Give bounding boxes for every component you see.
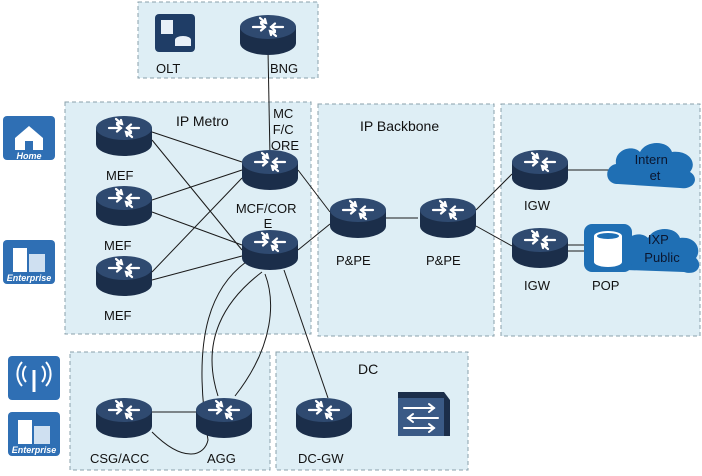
bng-router-icon [238,13,298,57]
enterprise-badge-top: Enterprise [3,240,55,284]
olt-label: OLT [156,61,180,76]
mcf-core-router-icon-bottom [240,228,300,272]
link-mcf-top-pe1 [297,169,331,213]
pop-label: POP [592,278,619,293]
igw-router-icon-2 [510,226,570,270]
link-mef2-mcf-bottom [151,211,243,246]
dc-gw-label: DC-GW [298,451,344,466]
csg-acc-label: CSG/ACC [90,451,149,466]
agg-label: AGG [207,451,236,466]
dc-title: DC [358,361,378,377]
link-pe2-igw2 [475,225,513,247]
link-pe2-igw1 [475,173,513,211]
mef-router-icon-3 [94,254,154,298]
olt-icon [155,14,195,52]
pe-label-2: P&PE [426,253,461,268]
mef-label-2: MEF [104,238,132,253]
link-mcf-bottom-dcgw [283,269,329,399]
mef-router-icon-1 [94,114,154,158]
wireless-badge [8,356,60,400]
zone-internet-exchange [500,103,701,337]
igw-label-1: IGW [524,198,551,213]
igw-label-2: IGW [524,278,551,293]
internet-cloud-icon [607,143,695,189]
ixp-cloud-icon [615,229,700,273]
internet-cloud-label: Intern et [635,152,672,183]
link-bng-mcf-top [267,49,271,158]
agg-router-icon [194,396,254,440]
link-mef1-mcf-top [151,131,243,163]
mcf-core-router-icon-top [240,148,300,192]
pe-router-icon-2 [418,196,478,240]
mef-router-icon-2 [94,184,154,228]
ixp-cloud-label: IXP Public [644,232,680,265]
link-mcf-bottom-pe1 [297,223,331,251]
ip-metro-title: IP Metro [176,113,229,129]
bng-label: BNG [270,61,298,76]
pe-label-1: P&PE [336,253,371,268]
mef-label-1: MEF [106,168,134,183]
dc-switch-icon [398,392,450,436]
mcf-core-label-top: MC F/C ORE [271,106,300,153]
link-mef1-mcf-bottom [151,139,243,251]
link-agg-mcf-loop-b [234,273,272,397]
dc-gw-router-icon [294,396,354,440]
link-mef2-mcf-top [151,169,243,201]
link-agg-mcf-loop-a [211,271,263,397]
enterprise-badge-bottom-label: Enterprise [12,445,57,455]
igw-router-icon-1 [510,148,570,192]
link-mef3-mcf-bottom [151,255,243,281]
link-mef3-mcf-top [151,177,243,273]
mef-label-3: MEF [104,308,132,323]
ip-backbone-title: IP Backbone [360,118,439,134]
enterprise-badge-bottom: Enterprise [8,412,60,456]
home-badge: Home [3,116,55,161]
pe-router-icon-1 [328,196,388,240]
csg-acc-router-icon [94,396,154,440]
home-badge-label: Home [16,151,41,161]
enterprise-badge-top-label: Enterprise [7,273,52,283]
mcf-core-label-bottom: MCF/COR E [236,201,300,231]
pop-icon [584,224,632,272]
